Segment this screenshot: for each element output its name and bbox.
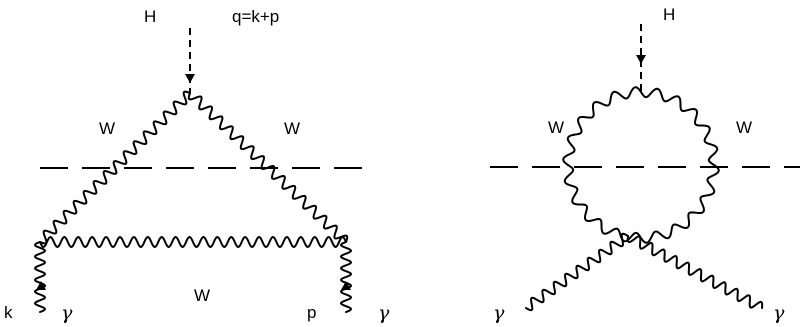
- photon-line-left: [34, 241, 46, 313]
- photon-label-right: γ: [773, 302, 785, 324]
- momentum-label: q=k+p: [232, 7, 279, 26]
- w-label-left: W: [99, 119, 115, 138]
- photon-line-right: [340, 241, 352, 313]
- w-label-bottom: W: [194, 286, 210, 305]
- w-label-left: W: [548, 118, 564, 137]
- photon-label-right: γ: [378, 302, 390, 324]
- photon-momentum-k: k: [4, 303, 13, 322]
- bubble-diagram: H W W γ γ: [490, 5, 800, 324]
- photon-label-left: γ: [493, 302, 505, 324]
- photon-arrow-left: [36, 281, 46, 290]
- higgs-label: H: [144, 7, 156, 26]
- w-loop: [562, 86, 720, 244]
- higgs-arrow: [185, 74, 195, 83]
- higgs-arrow: [636, 55, 646, 64]
- triangle-diagram: H q=k+p W W W k γ p γ: [4, 7, 390, 324]
- w-line-left: [39, 90, 191, 245]
- photon-line-left: [525, 232, 629, 312]
- photon-label-left: γ: [61, 302, 73, 324]
- higgs-label: H: [663, 5, 675, 24]
- photon-arrow-right: [341, 281, 351, 290]
- w-label-right: W: [284, 119, 300, 138]
- w-line-bottom: [39, 236, 347, 248]
- w-label-right: W: [736, 118, 752, 137]
- photon-line-right: [626, 235, 764, 309]
- photon-momentum-p: p: [307, 303, 316, 322]
